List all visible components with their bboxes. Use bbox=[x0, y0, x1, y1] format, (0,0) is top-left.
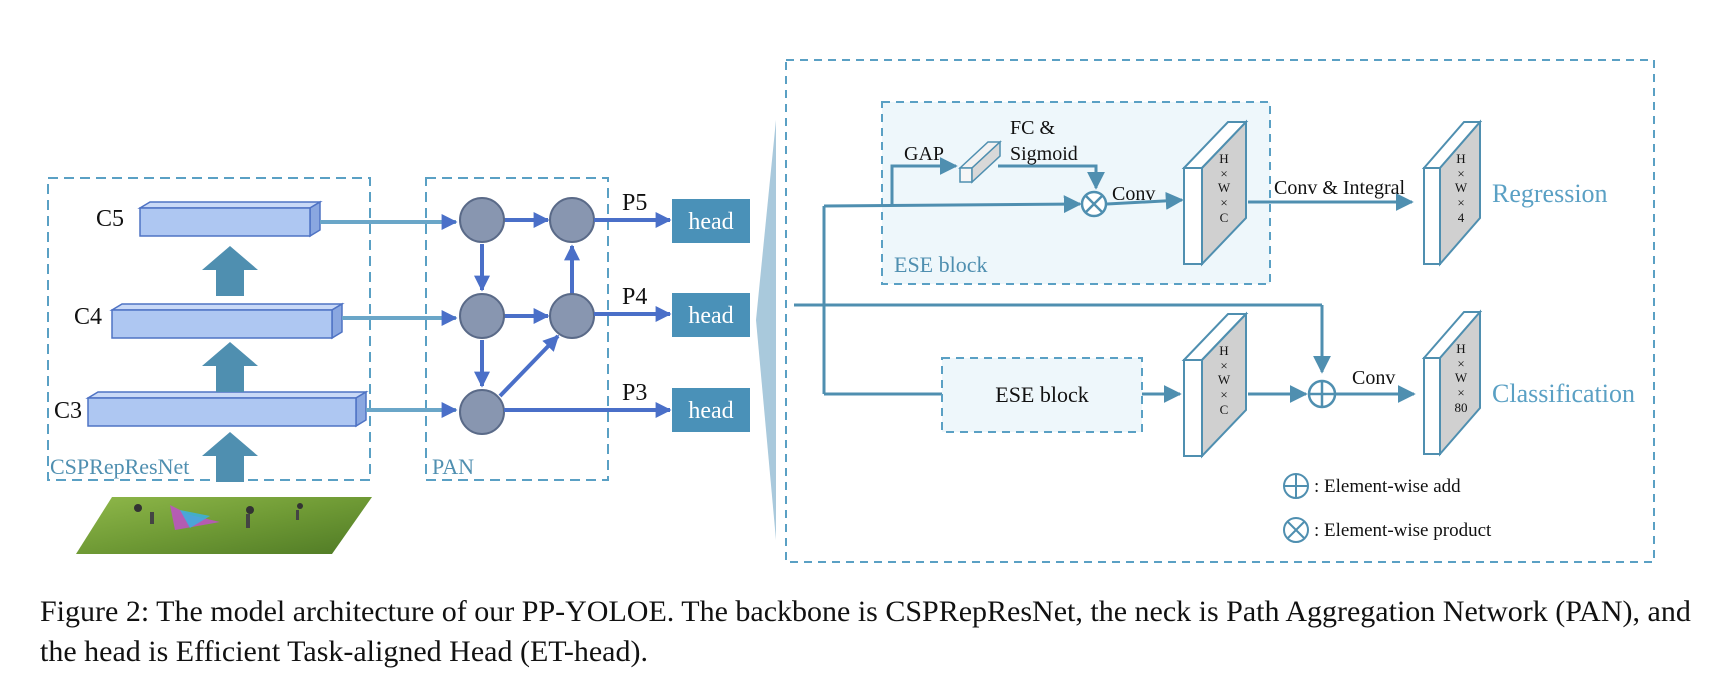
reg-output-h: H bbox=[1456, 151, 1465, 166]
reg-output-block bbox=[1421, 119, 1483, 267]
legend-product-label: : Element-wise product bbox=[1314, 520, 1492, 541]
fc-vector bbox=[958, 140, 1002, 184]
pan-dashed-box bbox=[425, 177, 609, 481]
c3-label: C3 bbox=[54, 398, 82, 424]
regression-label: Regression bbox=[1492, 179, 1608, 208]
ese-block-bottom bbox=[941, 357, 1143, 433]
head-box-p5 bbox=[672, 199, 750, 243]
c5-bar bbox=[137, 200, 323, 238]
gap-label: GAP bbox=[904, 143, 944, 165]
cls-output-block bbox=[1421, 309, 1483, 457]
et-head-dashed-box bbox=[785, 59, 1655, 563]
add-symbol bbox=[1307, 379, 1337, 409]
fc-to-product-path bbox=[998, 164, 1105, 190]
pan-node-l5 bbox=[459, 197, 505, 243]
cls-output-x1: × bbox=[1457, 356, 1464, 371]
product-to-conv-arrow bbox=[1106, 191, 1184, 210]
pan-node-l3 bbox=[459, 389, 505, 435]
reg-output-4: 4 bbox=[1458, 210, 1465, 225]
branch-to-ese-top bbox=[823, 195, 1082, 214]
cls-feature-x1: × bbox=[1220, 358, 1227, 373]
reg-feature-w: W bbox=[1218, 180, 1231, 195]
input-image bbox=[76, 497, 372, 554]
reg-feature-x1: × bbox=[1220, 166, 1227, 181]
cls-output-80: 80 bbox=[1455, 400, 1468, 415]
p3-label: P3 bbox=[622, 380, 647, 406]
reg-output-x2: × bbox=[1457, 195, 1464, 210]
cls-feature-x2: × bbox=[1220, 387, 1227, 402]
pan-node-l4 bbox=[459, 293, 505, 339]
reg-feature-block bbox=[1181, 119, 1249, 267]
c4-label: C4 bbox=[74, 304, 102, 330]
head-box-p4 bbox=[672, 293, 750, 337]
pan-edge-l3-r4 bbox=[498, 334, 560, 398]
pan-label: PAN bbox=[432, 454, 474, 479]
cls-feature-w: W bbox=[1218, 372, 1231, 387]
conv-integral-label: Conv & Integral bbox=[1274, 177, 1406, 199]
backbone-label: CSPRepResNet bbox=[50, 454, 189, 479]
cls-output-x2: × bbox=[1457, 385, 1464, 400]
up-arrow-c3-c4 bbox=[202, 342, 258, 392]
ese-block-bottom-label: ESE block bbox=[995, 382, 1089, 407]
reg-feature-x2: × bbox=[1220, 195, 1227, 210]
head-box-p3 bbox=[672, 388, 750, 432]
figure-caption: Figure 2: The model architecture of our … bbox=[40, 595, 1691, 668]
classification-label: Classification bbox=[1492, 379, 1635, 408]
cls-feature-c: C bbox=[1220, 402, 1229, 417]
head-label-p3: head bbox=[688, 398, 733, 424]
p5-label: P5 bbox=[622, 190, 647, 216]
pan-node-r5 bbox=[549, 197, 595, 243]
reg-output-x1: × bbox=[1457, 166, 1464, 181]
c5-label: C5 bbox=[96, 206, 124, 232]
fc-label-line1: FC & bbox=[1010, 117, 1055, 139]
backbone-dashed-box bbox=[47, 177, 371, 481]
pan-node-r4 bbox=[549, 293, 595, 339]
cls-feature-block bbox=[1181, 311, 1249, 459]
product-symbol bbox=[1080, 190, 1108, 218]
zoom-wedge bbox=[756, 120, 776, 540]
cls-feature-h: H bbox=[1219, 343, 1228, 358]
cls-conv-label: Conv bbox=[1352, 367, 1395, 389]
up-arrow-c4-c5 bbox=[202, 246, 258, 296]
c4-bar bbox=[109, 302, 345, 340]
fc-label-line2: Sigmoid bbox=[1010, 143, 1078, 165]
gap-path bbox=[890, 157, 958, 206]
reg-feature-c: C bbox=[1220, 210, 1229, 225]
legend-add-label: : Element-wise add bbox=[1314, 476, 1461, 497]
reg-feature-h: H bbox=[1219, 151, 1228, 166]
conv-top-label: Conv bbox=[1112, 183, 1155, 205]
cls-output-h: H bbox=[1456, 341, 1465, 356]
ese-block-top-label: ESE block bbox=[894, 252, 988, 277]
legend-product-icon bbox=[1283, 517, 1309, 543]
head-label-p4: head bbox=[688, 303, 733, 329]
head-label-p5: head bbox=[688, 209, 733, 235]
c3-bar bbox=[85, 390, 369, 428]
reg-output-w: W bbox=[1455, 180, 1468, 195]
up-arrow-input-c3 bbox=[202, 432, 258, 482]
legend-add-icon bbox=[1283, 473, 1309, 499]
p4-label: P4 bbox=[622, 284, 647, 310]
cls-output-w: W bbox=[1455, 370, 1468, 385]
